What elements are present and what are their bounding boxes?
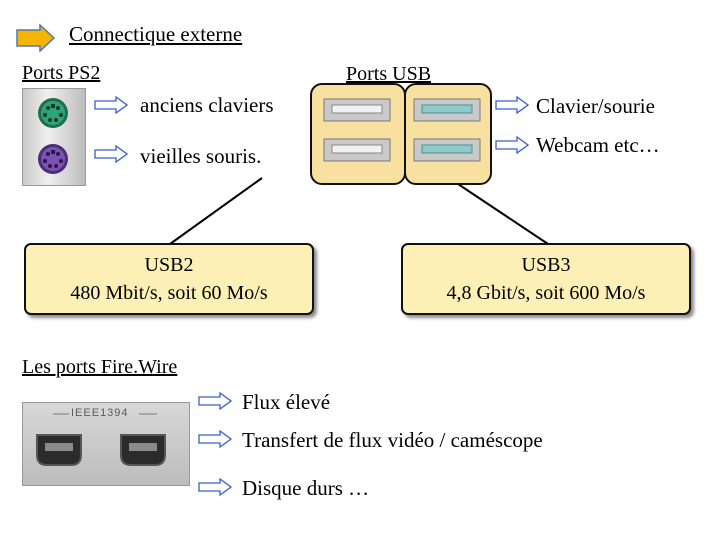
firewire-item-label: Transfert de flux vidéo / caméscope bbox=[242, 428, 543, 452]
right-arrow-icon bbox=[495, 96, 529, 114]
usb2-speed: 480 Mbit/s, soit 60 Mo/s bbox=[70, 282, 268, 304]
usb3-connector-line bbox=[457, 183, 549, 245]
usb2-title: USB2 bbox=[144, 254, 194, 276]
firewire-item-label: Disque durs … bbox=[242, 476, 370, 500]
usb-port-icon bbox=[413, 98, 481, 162]
right-arrow-icon bbox=[94, 145, 128, 163]
ps2-port-icon bbox=[38, 98, 68, 174]
right-arrow-icon bbox=[198, 392, 232, 410]
ps2-port-panel bbox=[22, 88, 86, 186]
usb-port-group-left bbox=[310, 83, 406, 185]
usb-item-label: Clavier/sourie bbox=[536, 94, 655, 118]
usb3-title: USB3 bbox=[521, 254, 571, 276]
firewire-section-title: Les ports Fire.Wire bbox=[22, 356, 178, 378]
usb-port-icon bbox=[323, 98, 391, 162]
usb3-info-box: USB3 4,8 Gbit/s, soit 600 Mo/s bbox=[401, 243, 691, 315]
usb-port-group-right bbox=[404, 83, 492, 185]
right-arrow-icon bbox=[198, 478, 232, 496]
firewire-item-label: Flux élevé bbox=[242, 390, 331, 414]
orange-arrow-icon bbox=[16, 24, 56, 52]
page-title: Connectique externe bbox=[69, 22, 243, 46]
right-arrow-icon bbox=[495, 136, 529, 154]
ps2-section-title: Ports PS2 bbox=[22, 62, 101, 84]
firewire-port-panel: IEEE1394 bbox=[22, 402, 190, 486]
usb2-connector-line bbox=[169, 177, 263, 245]
ps2-item-label: anciens claviers bbox=[140, 93, 274, 117]
usb-item-label: Webcam etc… bbox=[536, 133, 660, 157]
usb3-speed: 4,8 Gbit/s, soit 600 Mo/s bbox=[446, 282, 646, 304]
ieee1394-label: IEEE1394 bbox=[71, 407, 129, 419]
right-arrow-icon bbox=[94, 96, 128, 114]
ps2-item-label: vieilles souris. bbox=[140, 144, 262, 168]
usb-section-title: Ports USB bbox=[346, 63, 432, 85]
firewire-port-icon bbox=[36, 413, 166, 466]
right-arrow-icon bbox=[198, 430, 232, 448]
usb2-info-box: USB2 480 Mbit/s, soit 60 Mo/s bbox=[24, 243, 314, 315]
